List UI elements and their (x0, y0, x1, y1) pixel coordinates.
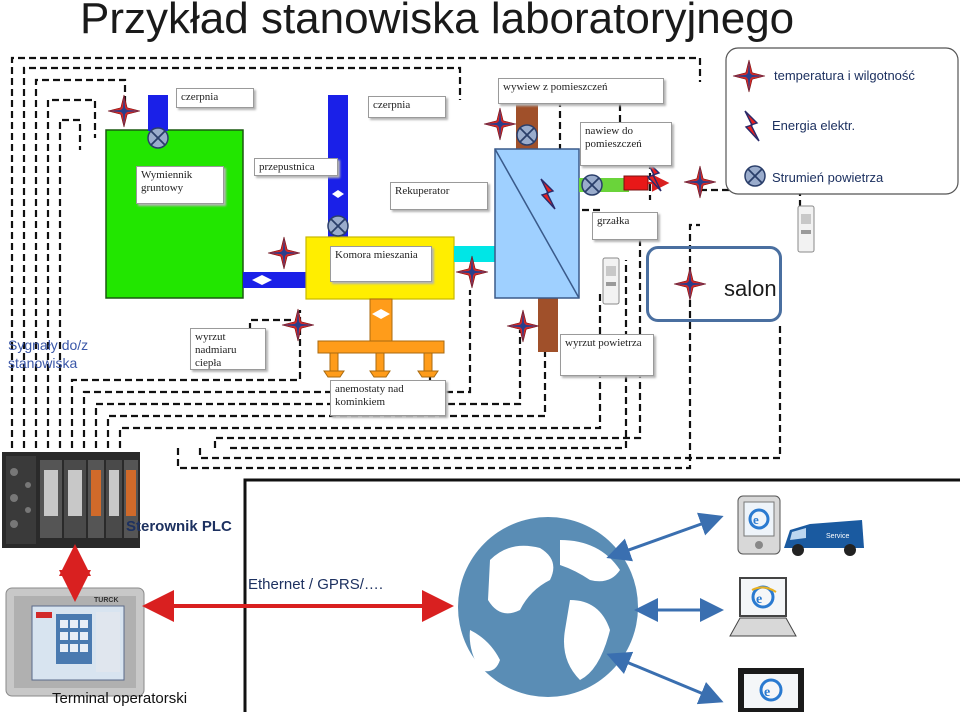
room-label: salon (724, 276, 777, 301)
intake-duct-1 (148, 95, 168, 131)
cyan-duct (454, 246, 498, 262)
intake-duct-2 (328, 95, 348, 237)
airflow-valve-icon (581, 174, 603, 196)
legend-energy-label: Energia elektr. (772, 118, 856, 133)
exchanger-outlet-duct (243, 272, 307, 288)
airflow-valve-icon (147, 127, 169, 149)
terminal-label: Terminal operatorski (52, 690, 188, 707)
label-wymiennik: Wymiennik gruntowy (136, 166, 224, 204)
label-anemostaty: anemostaty nad kominkiem (330, 380, 446, 416)
heater (623, 175, 649, 191)
sensor-star-icon (506, 309, 540, 343)
label-czerpnia-2: czerpnia (368, 96, 446, 118)
manifold-outlets (323, 352, 439, 378)
sensor-star-icon (281, 308, 315, 342)
energy-meter-1 (602, 257, 620, 305)
sensor-star-icon (267, 236, 301, 270)
svg-text:e: e (764, 685, 770, 700)
ground-heat-exchanger (105, 129, 244, 299)
flow-diamond-icon (252, 275, 272, 285)
legend-airflow-label: Strumień powietrza (772, 170, 884, 185)
manifold-bar (317, 340, 445, 354)
globe-icon (458, 517, 638, 697)
pda-icon: e (737, 495, 781, 555)
sensor-star-icon (683, 165, 717, 199)
svg-text:e: e (753, 512, 759, 527)
manifold-stem (369, 298, 393, 342)
label-grzalka: grzałka (592, 212, 658, 240)
label-przepustnica: przepustnica (254, 158, 338, 176)
label-wywiew: wywiew z pomieszczeń (498, 78, 664, 104)
service-van-icon (784, 520, 864, 556)
airflow-valve-icon (516, 124, 538, 146)
operator-terminal (5, 587, 145, 697)
sensor-star-icon (107, 94, 141, 128)
airflow-valve-icon (744, 165, 766, 187)
label-komora: Komora mieszania (330, 246, 432, 282)
link-service (606, 512, 724, 562)
plc-controller (2, 452, 140, 548)
label-wyrzut-powietrza: wyrzut powietrza (560, 334, 654, 376)
exhaust-duct-bottom (538, 298, 558, 352)
label-czerpnia-1: czerpnia (176, 88, 254, 108)
legend-box (725, 47, 959, 195)
hmi-brand: TURCK (94, 597, 119, 604)
energy-meter-2 (797, 205, 815, 253)
sensor-star-icon (483, 107, 517, 141)
signals-label: Sygnały do/z stanowiska (8, 337, 89, 371)
page-title: Przykład stanowiska laboratoryjnego (80, 0, 795, 43)
link-monitor (606, 651, 724, 705)
network-frame (243, 478, 960, 712)
flow-diamond-icon (332, 190, 344, 198)
monitor-icon: e (738, 668, 804, 712)
label-rekuperator: Rekuperator (390, 182, 488, 210)
service-van-text: Service (826, 533, 849, 540)
svg-text:e: e (756, 592, 762, 607)
label-nawiew: nawiew do pomieszczeń (580, 122, 672, 166)
legend-temperature-label: temperatura i wilgotność (774, 68, 915, 83)
flow-diamond-icon (372, 309, 390, 319)
plc-label: Sterownik PLC (126, 518, 232, 535)
label-wyrzut-ciepla: wyrzut nadmiaru ciepła (190, 328, 266, 370)
room-salon (646, 246, 782, 322)
network-label: Ethernet / GPRS/…. (248, 576, 384, 593)
airflow-valve-icon (327, 215, 349, 237)
laptop-icon: e (729, 577, 797, 637)
